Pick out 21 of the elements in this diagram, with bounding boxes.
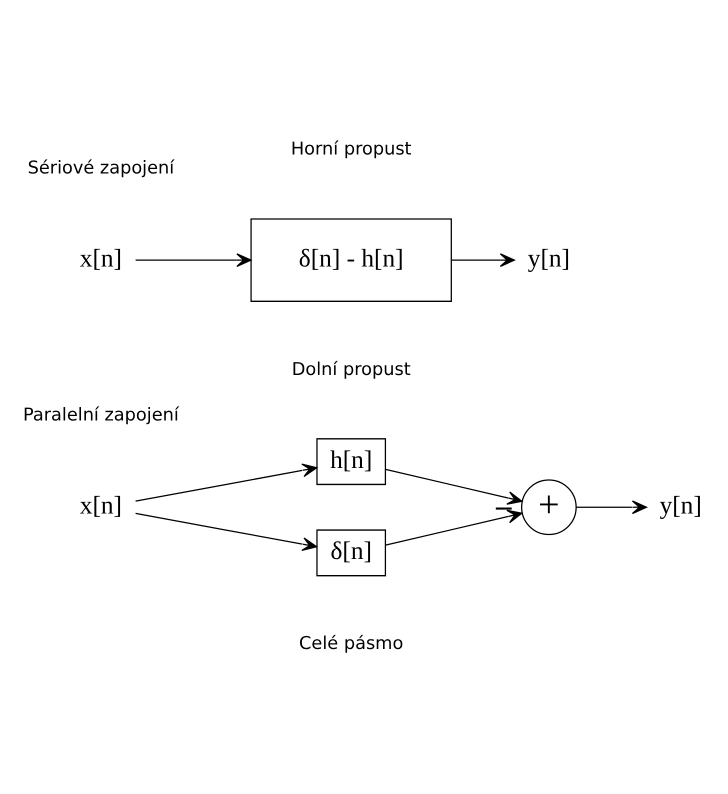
arrow bbox=[134, 463, 317, 502]
node-circle: + bbox=[520, 479, 576, 536]
node-text: x[n] bbox=[79, 492, 122, 520]
arrow bbox=[135, 253, 251, 268]
arrow bbox=[576, 500, 647, 514]
arrow bbox=[134, 512, 317, 552]
node-text: x[n] bbox=[79, 244, 122, 272]
node-box: δ[n] bbox=[316, 529, 386, 576]
arrow bbox=[384, 468, 522, 505]
label: Dolní propust bbox=[291, 360, 410, 380]
node-text: y[n] bbox=[527, 244, 570, 272]
node-box: δ[n] - h[n] bbox=[250, 218, 452, 302]
label: Horní propust bbox=[290, 140, 412, 160]
arrow bbox=[384, 510, 522, 546]
node-text: y[n] bbox=[659, 492, 702, 520]
label: Sériové zapojení bbox=[27, 158, 174, 179]
label: Paralelní zapojení bbox=[22, 406, 178, 426]
arrow bbox=[451, 253, 514, 268]
node-box: h[n] bbox=[316, 438, 386, 486]
label: Celé pásmo bbox=[298, 634, 403, 654]
edge-label: − bbox=[492, 492, 514, 523]
